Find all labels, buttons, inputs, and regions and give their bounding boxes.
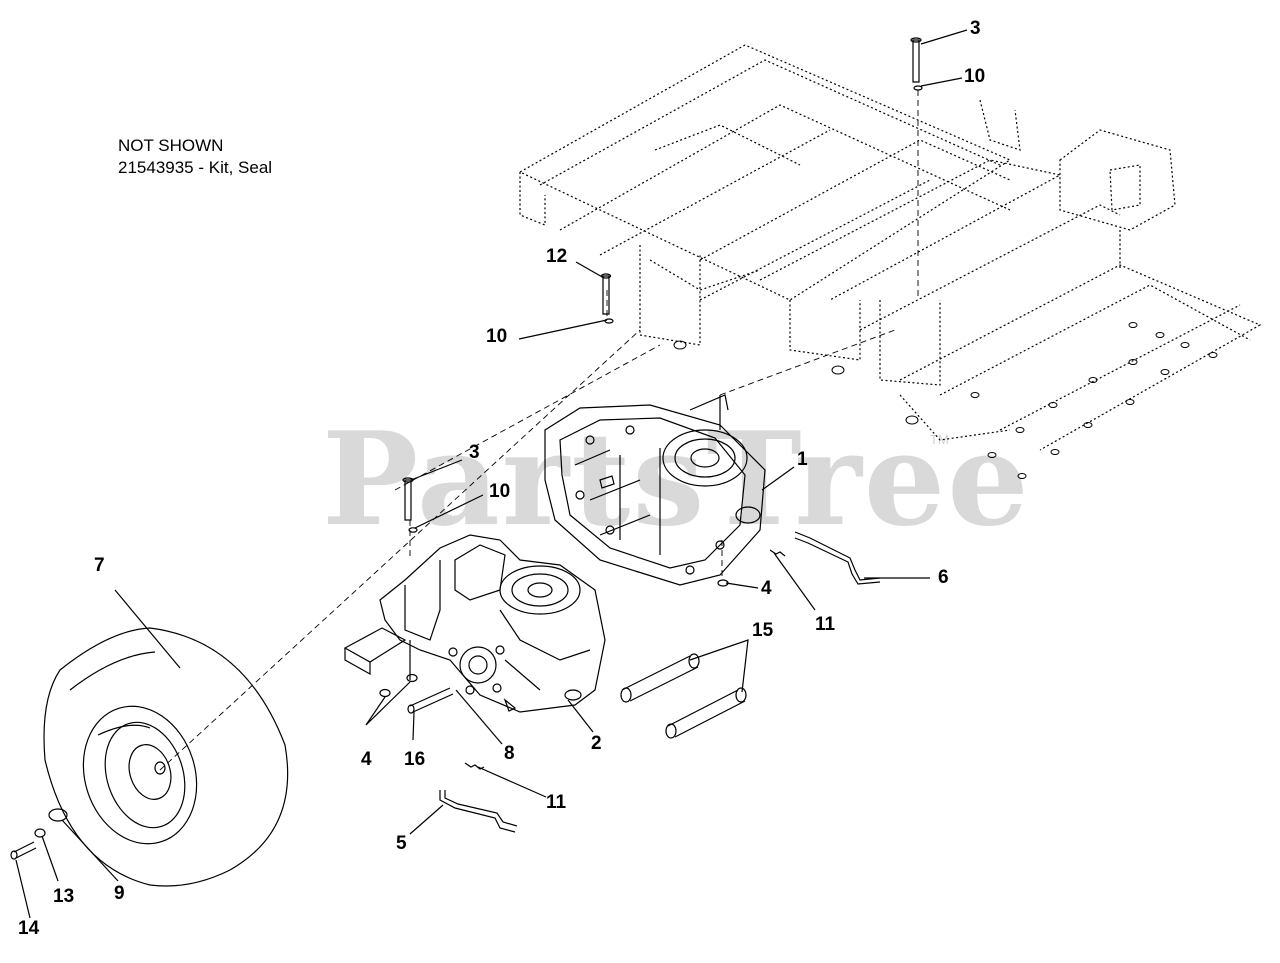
callout-10-mid: 10: [489, 481, 511, 502]
not-shown-note: NOT SHOWN 21543935 - Kit, Seal: [118, 135, 272, 179]
partstree-watermark: PartsTree: [322, 405, 1031, 555]
rod-6: [795, 532, 880, 584]
rod-5: [440, 790, 517, 832]
pin-16: [408, 688, 453, 713]
pin-12: [602, 274, 611, 314]
washer-10-mid: [409, 528, 417, 532]
callout-1: 1: [797, 449, 808, 470]
callout-12: 12: [546, 246, 568, 267]
transaxle-1: [545, 395, 765, 585]
callout-13: 13: [53, 886, 75, 907]
bolt-14: [11, 842, 36, 859]
spring-11-right: [770, 550, 785, 556]
bolt-3-mid: [403, 478, 413, 520]
callout-9: 9: [114, 883, 125, 904]
callout-11-right: 11: [815, 614, 836, 635]
callout-4-left: 4: [361, 749, 372, 770]
callout-3-mid: 3: [469, 442, 480, 463]
nut-4-left: [380, 675, 417, 697]
callout-7: 7: [94, 555, 105, 576]
tube-15-lower: [666, 688, 746, 738]
callout-10-top: 10: [964, 66, 986, 87]
callout-14: 14: [18, 918, 40, 939]
washer-10-top: [914, 86, 922, 90]
transaxle-2: [345, 535, 605, 712]
callout-3-top: 3: [970, 18, 981, 39]
callout-6: 6: [938, 567, 949, 588]
callout-10-left: 10: [486, 326, 508, 347]
tube-15-upper: [621, 654, 699, 702]
frame-holes: [674, 323, 1217, 479]
assembly-centerlines: [160, 90, 918, 770]
callout-5: 5: [396, 833, 407, 854]
callout-2: 2: [591, 733, 602, 754]
leader-lines: [16, 30, 967, 918]
callout-8: 8: [504, 743, 515, 764]
not-shown-heading: NOT SHOWN: [118, 136, 224, 155]
callout-15: 15: [752, 620, 774, 641]
mower-frame: [520, 45, 1260, 450]
bolt-3-top: [911, 38, 921, 82]
washer-9: [49, 809, 67, 821]
wheel-7: [44, 628, 288, 886]
callout-11-left: 11: [546, 792, 567, 813]
callout-4-right: 4: [761, 578, 772, 599]
seal-kit-text: 21543935 - Kit, Seal: [118, 158, 273, 177]
callout-16: 16: [404, 749, 426, 770]
washer-13: [35, 829, 45, 837]
